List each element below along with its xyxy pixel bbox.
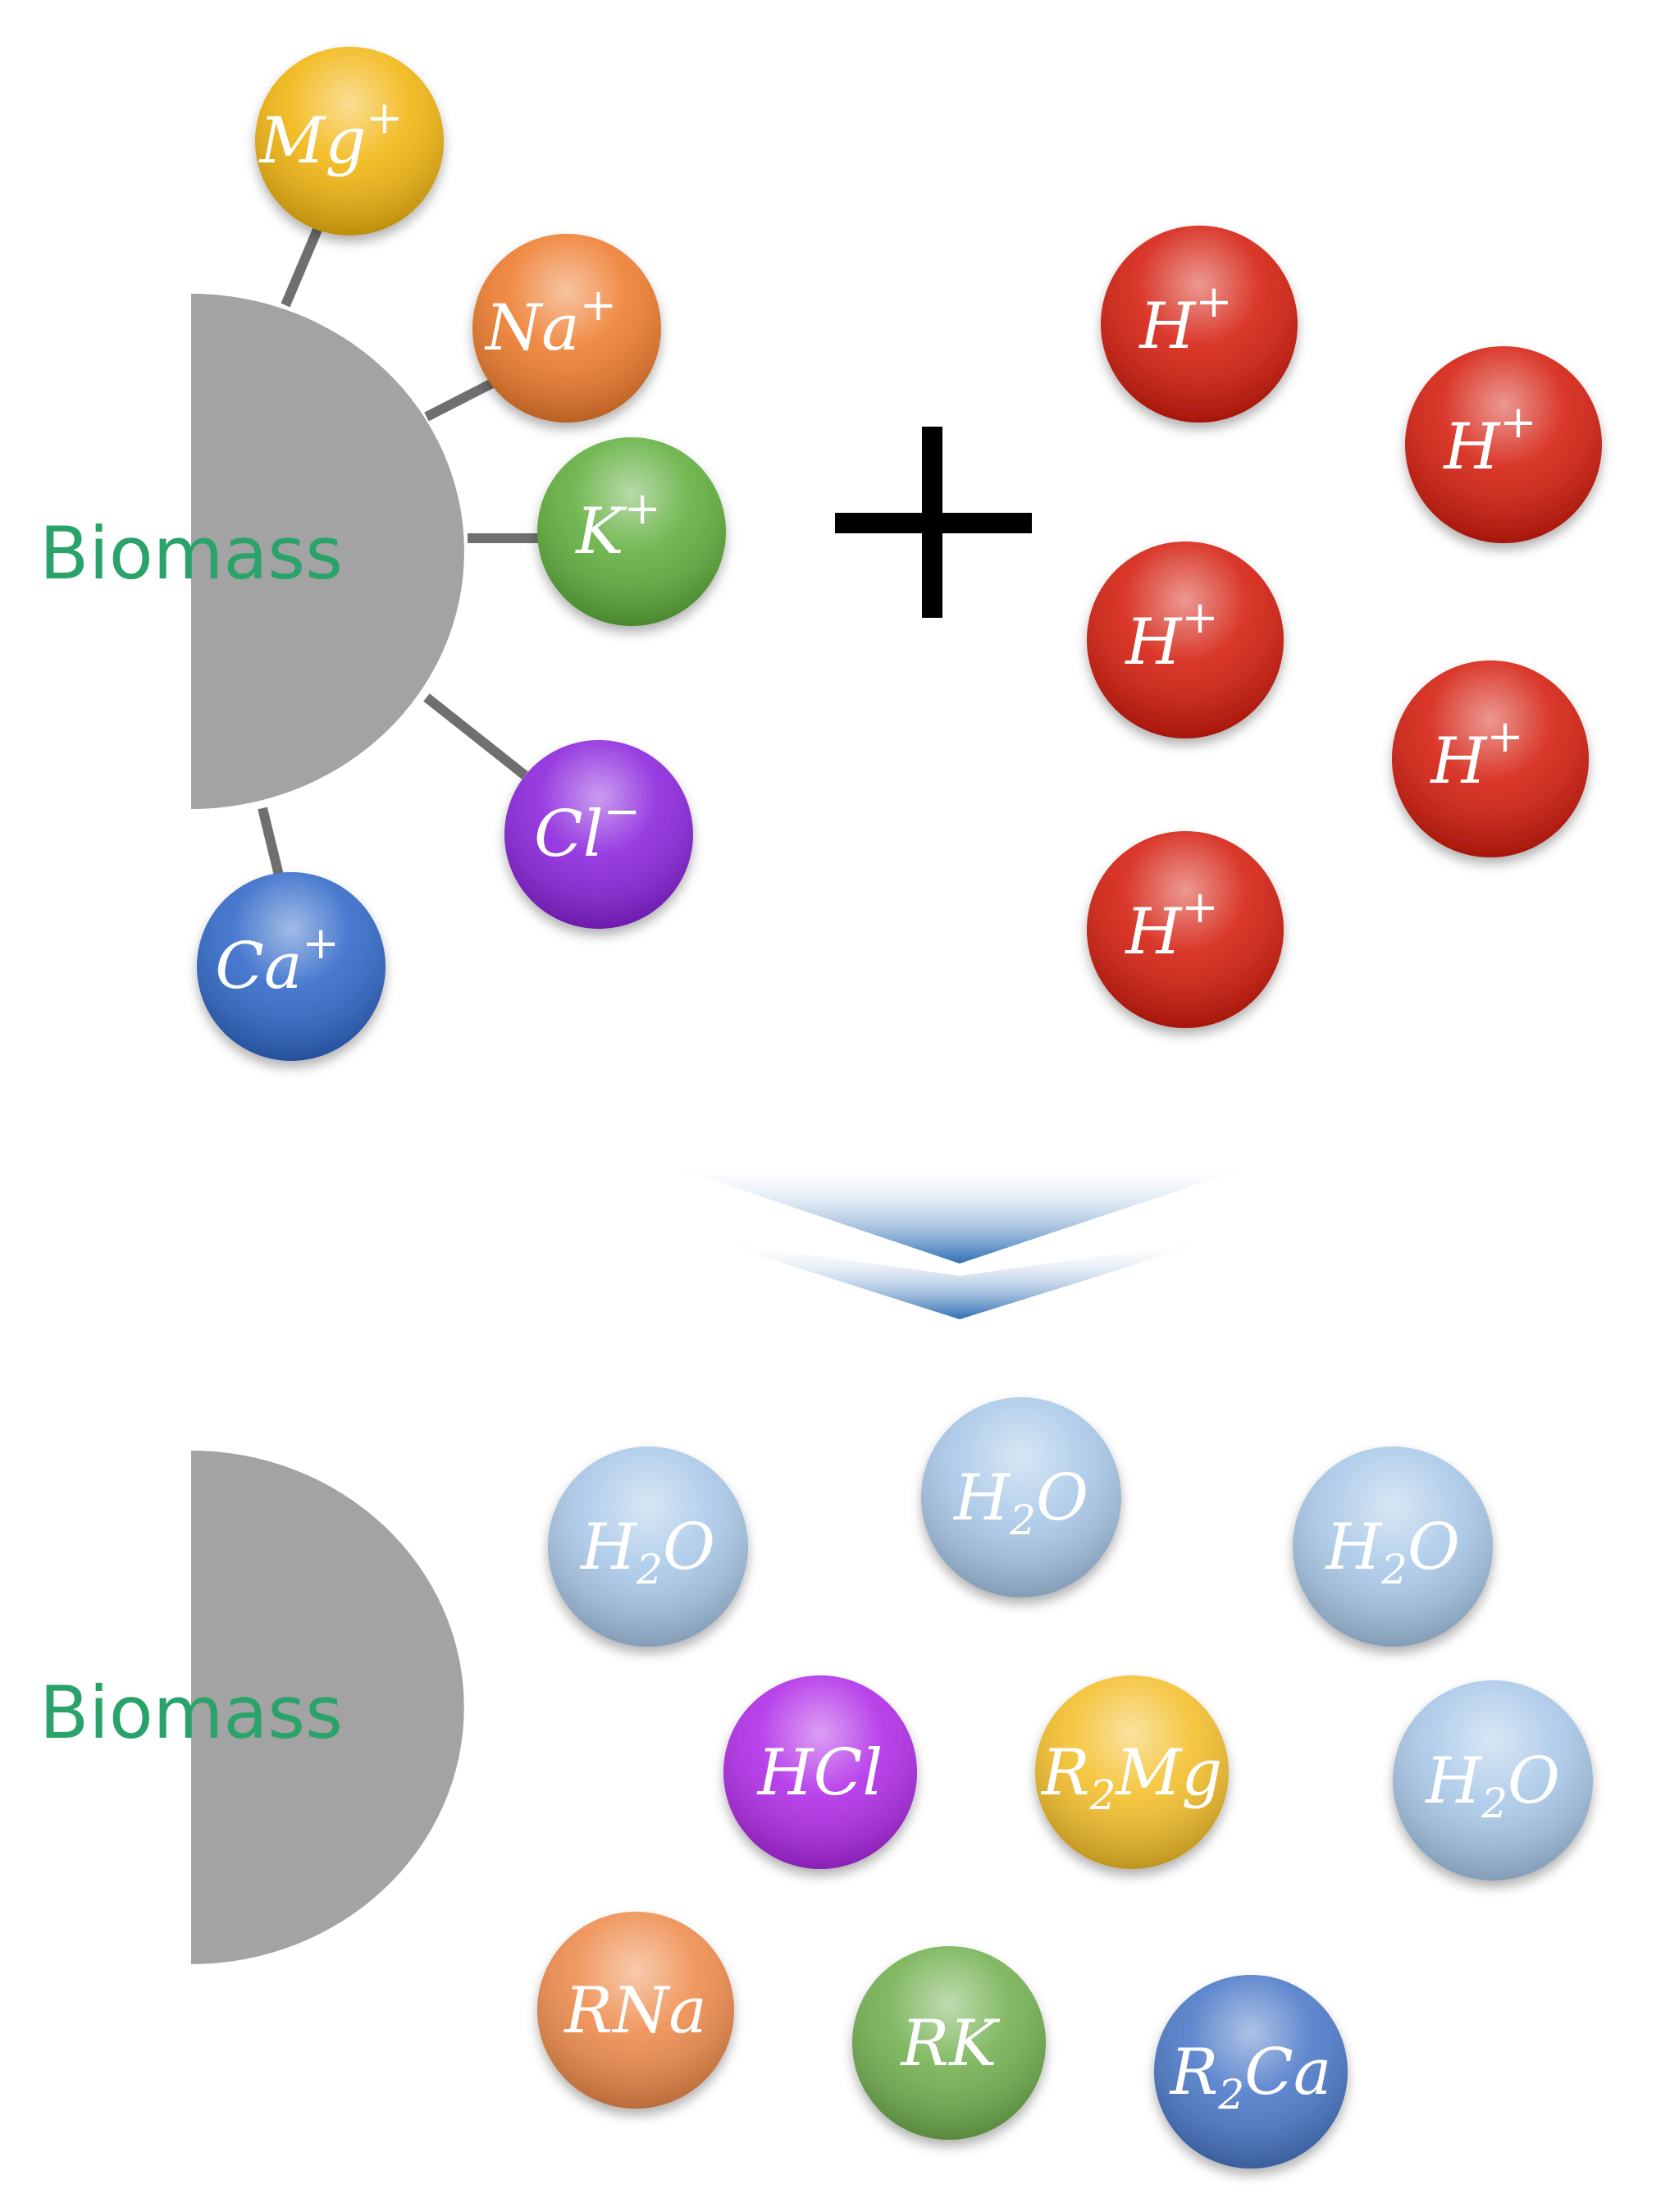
product-h2o-4-b: O [1508, 1744, 1560, 1818]
svg-text:H2O: H2O [1424, 1744, 1560, 1827]
proton-2: H+ [1405, 346, 1602, 543]
proton-4: H+ [1392, 660, 1589, 857]
bond-lines [258, 217, 541, 884]
svg-text:Cl−: Cl− [534, 785, 641, 871]
biomass-shape-top [191, 294, 464, 809]
proton-4-charge: + [1486, 711, 1523, 762]
ion-cl: Cl− [504, 740, 693, 929]
ion-na-base: Na [484, 291, 580, 365]
ion-ca-base: Ca [215, 930, 302, 1003]
proton-4-base: H [1429, 724, 1488, 798]
product-r2mg-b: Mg [1114, 1736, 1222, 1810]
bond-cl [423, 693, 528, 779]
product-h2o-2: H2O [921, 1397, 1121, 1597]
biomass-label-bottom: Biomass [39, 1670, 343, 1755]
svg-text:HCl: HCl [756, 1736, 883, 1810]
svg-text:R2Ca: R2Ca [1169, 2036, 1332, 2118]
proton-2-charge: + [1499, 396, 1536, 448]
product-r2ca-b: Ca [1244, 2036, 1331, 2109]
ion-cl-base: Cl [534, 798, 604, 871]
product-rk-text: RK [900, 2007, 1002, 2081]
proton-1-base: H [1138, 290, 1197, 363]
svg-text:H2O: H2O [579, 1510, 715, 1593]
svg-text:Mg+: Mg+ [258, 92, 403, 178]
product-h2o-1-sub: 2 [636, 1546, 663, 1593]
ion-ca-charge: + [302, 917, 339, 969]
product-r2mg-sub: 2 [1089, 1771, 1116, 1819]
svg-text:H+: H+ [1124, 592, 1218, 679]
svg-text:H+: H+ [1429, 711, 1523, 798]
product-h2o-4-sub: 2 [1481, 1780, 1508, 1827]
svg-text:H+: H+ [1124, 881, 1218, 969]
svg-text:H+: H+ [1138, 276, 1232, 363]
product-rna: RNa [537, 1912, 734, 2109]
product-hcl: HCl [723, 1675, 917, 1869]
proton-1-charge: + [1195, 276, 1232, 327]
ion-k: K+ [537, 437, 726, 626]
chevron-upper [656, 1161, 1267, 1264]
proton-5: H+ [1087, 831, 1284, 1028]
top-section: Biomass Mg+ Na+ K+ Cl− Ca+ [39, 47, 1602, 1061]
product-r2mg: R2Mg [1035, 1675, 1229, 1869]
svg-text:Na+: Na+ [484, 279, 617, 365]
ion-mg-charge: + [366, 92, 403, 144]
product-h2o-1-b: O [663, 1510, 715, 1584]
svg-text:H2O: H2O [1324, 1510, 1460, 1593]
product-rk: RK [852, 1946, 1046, 2140]
proton-5-charge: + [1181, 881, 1218, 933]
ion-ca: Ca+ [197, 872, 386, 1061]
product-h2o-4: H2O [1393, 1680, 1593, 1881]
product-h2o-2-b: O [1036, 1461, 1088, 1535]
ion-cl-charge: − [604, 785, 641, 837]
product-h2o-3-a: H [1324, 1510, 1383, 1584]
product-r2ca: R2Ca [1154, 1975, 1348, 2169]
product-r2ca-sub: 2 [1217, 2071, 1244, 2118]
product-r2mg-a: R [1040, 1736, 1090, 1810]
ion-na: Na+ [472, 234, 661, 423]
product-h2o-2-a: H [952, 1461, 1011, 1535]
svg-text:H+: H+ [1442, 396, 1536, 484]
biomass-label-top: Biomass [39, 511, 343, 596]
product-h2o-1-a: H [579, 1510, 638, 1584]
ion-k-charge: + [624, 482, 661, 534]
product-h2o-2-sub: 2 [1009, 1497, 1036, 1544]
ion-mg: Mg+ [255, 47, 444, 235]
bond-mg [281, 217, 326, 308]
product-r2ca-a: R [1169, 2036, 1219, 2109]
proton-1: H+ [1101, 226, 1298, 423]
plus-operator: + [835, 427, 1032, 618]
reaction-arrow [656, 1161, 1267, 1319]
product-h2o-1: H2O [548, 1446, 748, 1647]
svg-text:K+: K+ [574, 482, 661, 569]
svg-text:H2O: H2O [952, 1461, 1088, 1544]
svg-text:Ca+: Ca+ [215, 917, 339, 1003]
svg-text:RNa: RNa [563, 1974, 706, 2048]
svg-text:RK: RK [900, 2007, 1002, 2081]
bottom-section: Biomass H2O H2O H2O H2O HCl [39, 1397, 1593, 2169]
ion-na-charge: + [580, 279, 617, 331]
chevron-lower [712, 1241, 1212, 1319]
product-h2o-4-a: H [1424, 1744, 1483, 1818]
product-h2o-3-b: O [1408, 1510, 1460, 1584]
product-h2o-3: H2O [1293, 1446, 1493, 1647]
biomass-shape-bottom [191, 1451, 464, 1964]
ion-mg-base: Mg [258, 104, 366, 178]
proton-3-base: H [1124, 606, 1183, 679]
bond-ca [258, 807, 285, 884]
svg-text:R2Mg: R2Mg [1040, 1736, 1222, 1819]
proton-2-base: H [1442, 410, 1501, 484]
product-rna-text: RNa [563, 1974, 706, 2048]
bond-na [424, 374, 503, 422]
proton-3-charge: + [1181, 592, 1218, 643]
ion-k-base: K [574, 495, 627, 569]
product-hcl-text: HCl [756, 1736, 883, 1810]
product-h2o-3-sub: 2 [1380, 1546, 1408, 1593]
proton-5-base: H [1124, 895, 1183, 969]
proton-3: H+ [1087, 542, 1284, 738]
